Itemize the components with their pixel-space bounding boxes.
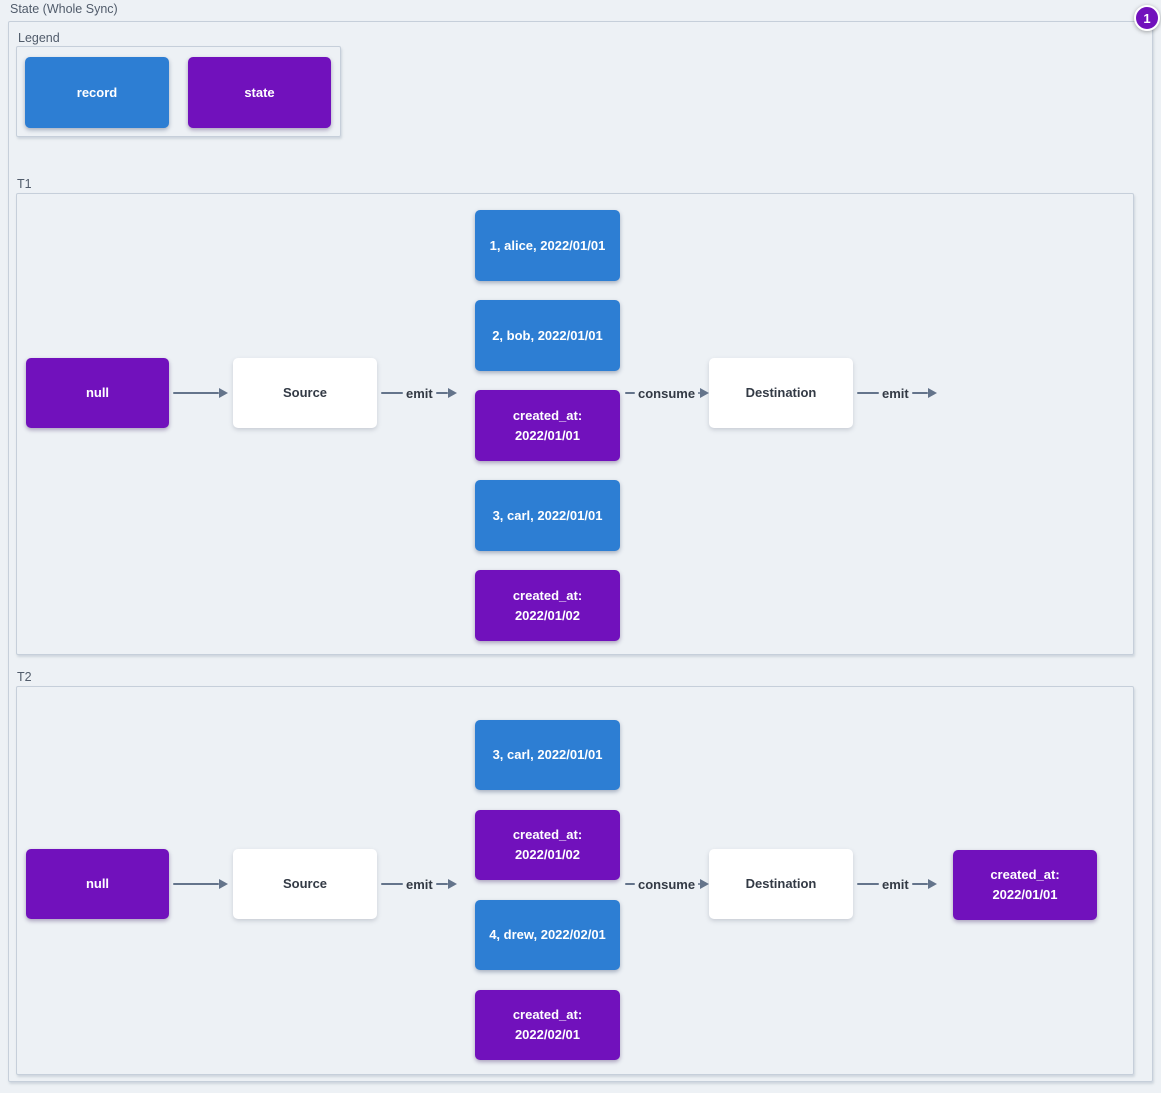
t1-arrow-null-to-source xyxy=(173,385,228,401)
arrowhead-icon xyxy=(447,388,457,398)
arrowhead-icon xyxy=(927,879,937,889)
t2-record-carl: 3, carl, 2022/01/01 xyxy=(475,720,620,790)
section-t1-box xyxy=(16,193,1134,655)
arrowhead-icon xyxy=(219,388,228,398)
t2-edge-consume: consume xyxy=(625,876,710,892)
legend-state-node: state xyxy=(188,57,331,128)
edge-line xyxy=(857,883,879,885)
edge-line xyxy=(911,392,928,394)
arrowhead-icon xyxy=(447,879,457,889)
edge-line xyxy=(625,392,635,394)
outer-group-box xyxy=(8,21,1153,1082)
legend-group-box xyxy=(16,46,341,137)
legend-record-node: record xyxy=(25,57,169,128)
t1-destination-node: Destination xyxy=(709,358,853,428)
arrowhead-icon xyxy=(700,388,710,398)
edge-label: emit xyxy=(882,876,909,892)
t2-state-created-0201: created_at: 2022/02/01 xyxy=(475,990,620,1060)
edge-line xyxy=(173,392,219,394)
t2-arrow-null-to-source xyxy=(173,876,228,892)
t1-state-created-0101: created_at: 2022/01/01 xyxy=(475,390,620,461)
t2-source-node: Source xyxy=(233,849,377,919)
edge-line xyxy=(625,883,635,885)
arrowhead-icon xyxy=(927,388,937,398)
diagram-title: State (Whole Sync) xyxy=(10,2,118,16)
edge-label: consume xyxy=(638,876,696,892)
edge-line xyxy=(435,883,448,885)
legend-title: Legend xyxy=(18,31,60,45)
edge-line xyxy=(857,392,879,394)
edge-line xyxy=(698,392,701,394)
edge-label: consume xyxy=(638,385,696,401)
section-t2-title: T2 xyxy=(17,670,32,684)
t1-record-carl: 3, carl, 2022/01/01 xyxy=(475,480,620,551)
edge-line xyxy=(173,883,219,885)
t1-edge-consume: consume xyxy=(625,385,710,401)
t2-edge-emit-out: emit xyxy=(857,876,937,892)
t1-null-node: null xyxy=(26,358,169,428)
t2-edge-emit-in: emit xyxy=(381,876,457,892)
t2-output-state-node: created_at: 2022/01/01 xyxy=(953,850,1097,920)
arrowhead-icon xyxy=(700,879,710,889)
section-t2-box xyxy=(16,686,1134,1075)
arrowhead-icon xyxy=(219,879,228,889)
edge-line xyxy=(435,392,448,394)
annotation-badge[interactable]: 1 xyxy=(1134,5,1160,31)
edge-line xyxy=(911,883,928,885)
t1-edge-emit-out: emit xyxy=(857,385,937,401)
edge-label: emit xyxy=(882,385,909,401)
edge-line xyxy=(381,883,403,885)
edge-line xyxy=(381,392,403,394)
t1-source-node: Source xyxy=(233,358,377,428)
edge-label: emit xyxy=(406,385,433,401)
t2-state-created-0102: created_at: 2022/01/02 xyxy=(475,810,620,880)
t1-record-alice: 1, alice, 2022/01/01 xyxy=(475,210,620,281)
t1-edge-emit-in: emit xyxy=(381,385,457,401)
t2-destination-node: Destination xyxy=(709,849,853,919)
edge-line xyxy=(698,883,701,885)
t1-record-bob: 2, bob, 2022/01/01 xyxy=(475,300,620,371)
edge-label: emit xyxy=(406,876,433,892)
t2-null-node: null xyxy=(26,849,169,919)
t2-record-drew: 4, drew, 2022/02/01 xyxy=(475,900,620,970)
t1-state-created-0102: created_at: 2022/01/02 xyxy=(475,570,620,641)
section-t1-title: T1 xyxy=(17,177,32,191)
